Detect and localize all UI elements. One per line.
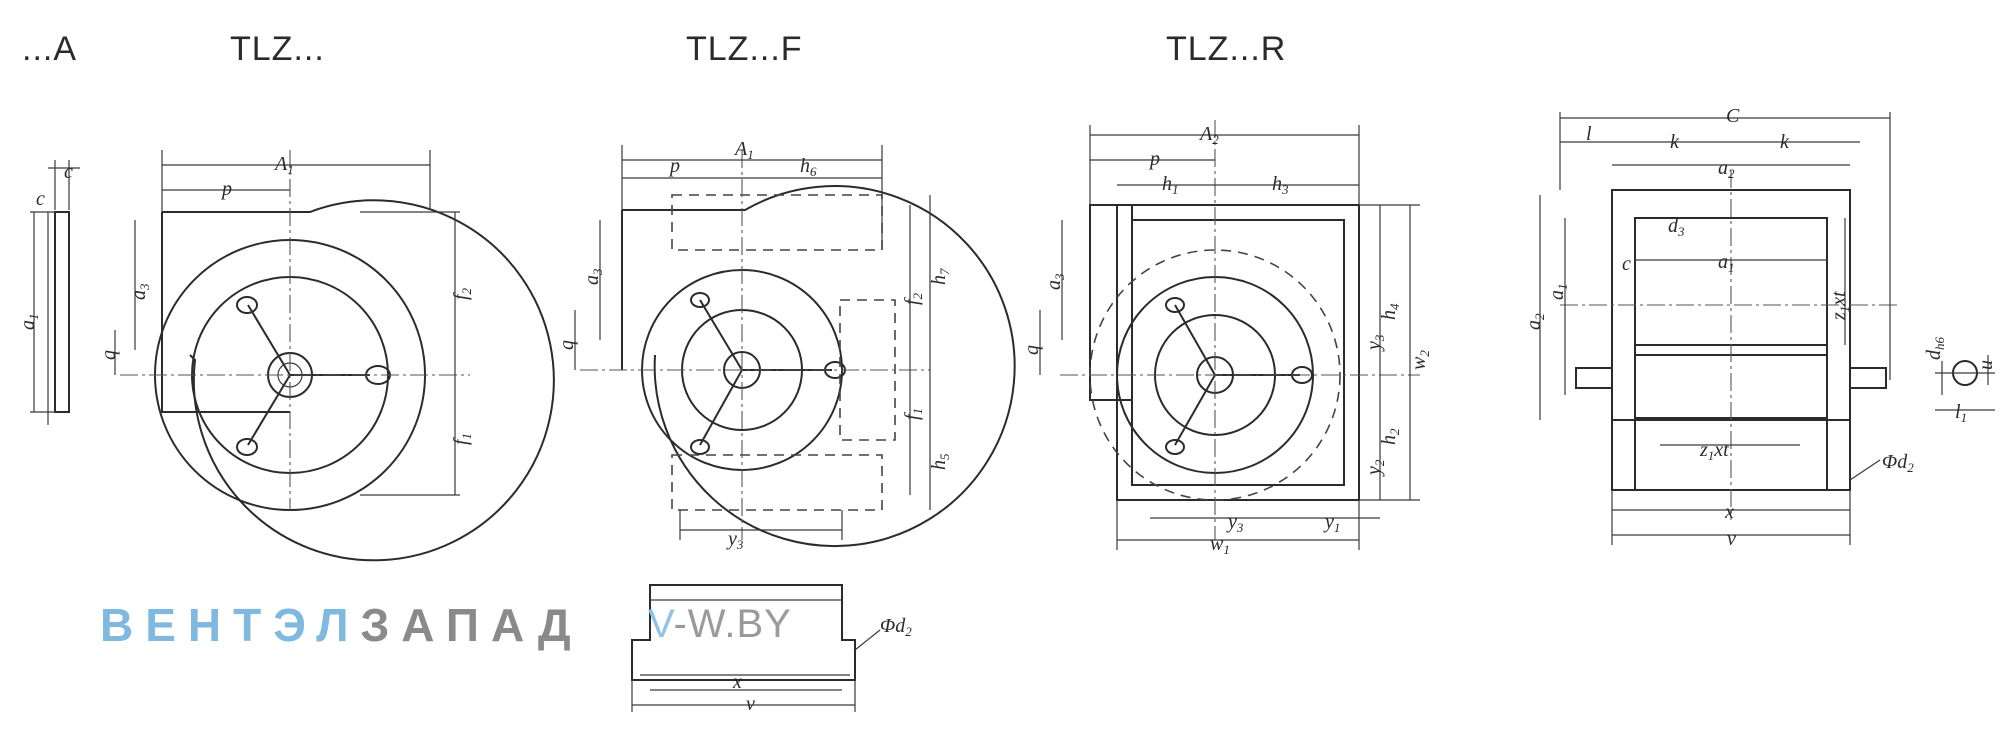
heading-tlz: TLZ... <box>230 30 325 68</box>
heading-tlz-r: TLZ...R <box>1166 30 1287 68</box>
watermark-part1: ВЕНТЭЛ <box>100 599 361 651</box>
label-q-tlz: q <box>98 350 120 360</box>
label-z1xt-h: z1xt <box>1699 439 1729 463</box>
view-tlz-r: A2 p h1 h3 a3 q h4 h2 y3 y2 w2 y3 y1 w1 <box>1021 120 1432 557</box>
label-c2-flange: c <box>1622 253 1631 275</box>
label-u: u <box>1975 360 1997 370</box>
label-h3-r: h3 <box>1272 173 1289 197</box>
label-f1-f: f1 <box>901 408 925 420</box>
label-w1-r: w1 <box>1210 533 1230 557</box>
label-y2-r: y2 <box>1363 459 1387 477</box>
label-a1-tlz: A1 <box>273 153 294 177</box>
label-a3-r: a3 <box>1043 273 1067 290</box>
label-dh6: dh6 <box>1923 337 1947 361</box>
label-l-flange: l <box>1586 123 1592 145</box>
label-k2-flange: k <box>1780 131 1790 153</box>
watermark-logo: ВЕНТЭЛЗАПАД <box>100 598 583 652</box>
view-a-side: c c a1 <box>17 160 80 425</box>
label-p-f: p <box>668 155 680 177</box>
label-h5-f: h5 <box>928 453 952 470</box>
watermark-part2: ЗАПАД <box>360 599 583 651</box>
label-v-f: v <box>746 693 755 715</box>
label-k1-flange: k <box>1670 131 1680 153</box>
label-h6-f: h6 <box>800 155 817 179</box>
label-v-flange: v <box>1727 528 1736 550</box>
label-l1: l1 <box>1955 401 1967 425</box>
label-d3-flange: d3 <box>1668 215 1685 239</box>
label-y3-r: y3 <box>1226 511 1244 535</box>
label-y3-f: y3 <box>726 528 744 552</box>
label-a1-flange: a1 <box>1718 251 1735 275</box>
label-f2-f: f2 <box>901 292 925 305</box>
label-x-flange: x <box>1724 501 1734 523</box>
label-h2-r: h2 <box>1378 428 1402 445</box>
view-tlz: A1 p a3 q f2 f1 <box>98 150 555 562</box>
label-c-flange: C <box>1726 105 1740 127</box>
label-z1xt-v: z1xt <box>1828 291 1852 321</box>
label-a1v-flange: a1 <box>1546 284 1570 301</box>
label-a2-r: A2 <box>1198 123 1219 147</box>
label-d2-f: Φd2 <box>880 615 912 639</box>
label-a3-f: a3 <box>581 268 605 285</box>
label-h1-r: h1 <box>1162 173 1179 197</box>
label-y1-r: y1 <box>1323 511 1340 535</box>
label-q-f: q <box>556 340 578 350</box>
label-a2v-flange: a2 <box>1523 313 1547 330</box>
label-x-f: x <box>732 671 742 693</box>
heading-tlz-f: TLZ...F <box>686 30 803 68</box>
view-tlz-f: A1 p h6 a3 q f2 h7 f1 h5 y3 x v Φd2 <box>556 138 1016 715</box>
label-a3-tlz: a3 <box>128 283 152 300</box>
label-p-r: p <box>1148 148 1160 170</box>
watermark-url-rest: -W.BY <box>673 602 792 646</box>
label-d2-flange: Φd2 <box>1882 451 1914 475</box>
label-a2-flange: a2 <box>1718 157 1735 181</box>
view-flange: C l k k a2 a1 d3 c a2 a1 z1xt z1xt x v Φ… <box>1523 105 1997 550</box>
label-w2-r: w2 <box>1408 350 1432 370</box>
watermark-url-v: V <box>648 602 674 646</box>
heading-a-variant: ...A <box>22 30 78 68</box>
label-q-r: q <box>1021 345 1043 355</box>
label-a1-a: a1 <box>17 314 41 331</box>
watermark-url: V-W.BY <box>648 602 792 647</box>
label-c-a: c <box>64 161 73 183</box>
label-p-tlz: p <box>220 178 232 200</box>
label-c-a2: c <box>36 188 45 210</box>
label-y3-r-v: y3 <box>1363 334 1387 352</box>
label-f1-tlz: f1 <box>450 433 474 445</box>
label-a1-f: A1 <box>733 138 754 162</box>
label-f2-tlz: f2 <box>450 287 474 300</box>
label-h4-r: h4 <box>1378 303 1402 320</box>
label-h7-f: h7 <box>928 268 952 285</box>
